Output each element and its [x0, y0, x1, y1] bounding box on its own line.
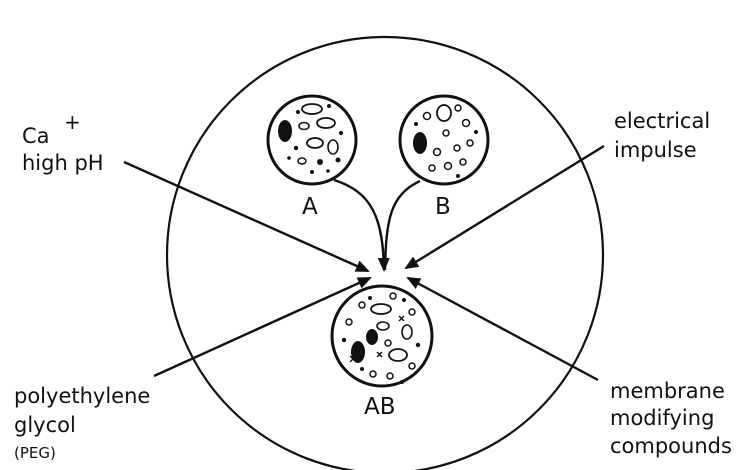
- arrow-membrane-modifying: [406, 276, 599, 382]
- cell-a: [266, 94, 358, 186]
- label-high-ph: high pH: [22, 151, 104, 175]
- label-compounds: compounds: [610, 434, 732, 458]
- arrow-electrical-impulse: [404, 144, 605, 270]
- cell-b-label: B: [435, 194, 451, 220]
- label-impulse: impulse: [614, 138, 697, 162]
- arrow-a-to-fusion: [333, 178, 390, 272]
- cell-a-nucleus: [278, 120, 292, 142]
- cell-ab: [330, 284, 434, 388]
- label-membrane: membrane: [610, 379, 725, 403]
- cell-b-nucleus: [413, 132, 427, 154]
- label-glycol: glycol: [14, 413, 76, 437]
- label-ca-superscript: +: [64, 110, 81, 134]
- cell-ab-nucleus-2: [366, 329, 378, 345]
- arrow-ca-high-ph: [123, 160, 370, 273]
- label-polyethylene: polyethylene: [14, 384, 151, 408]
- label-peg: (PEG): [14, 444, 56, 462]
- cell-ab-label: AB: [364, 394, 396, 420]
- label-modifying: modifying: [610, 406, 715, 430]
- cell-b: [398, 94, 490, 186]
- arrow-b-to-fusion: [383, 179, 421, 271]
- arrow-peg: [153, 276, 372, 378]
- cell-a-label: A: [302, 194, 318, 220]
- label-electrical: electrical: [614, 109, 711, 133]
- label-ca: Ca: [22, 124, 50, 148]
- outer-circle: [165, 35, 605, 470]
